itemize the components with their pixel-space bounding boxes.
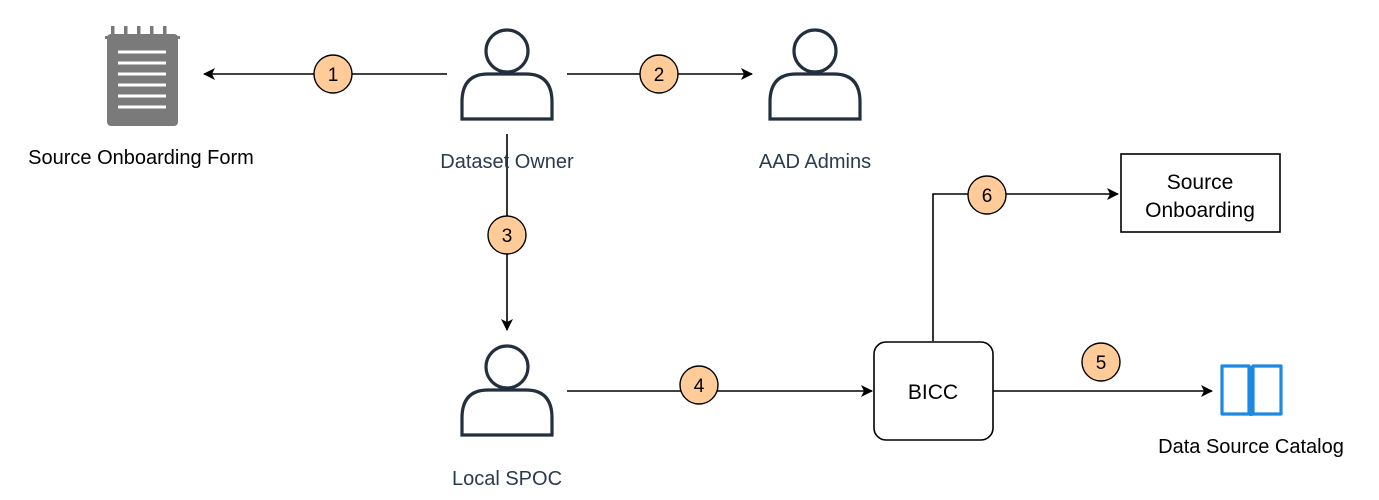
aad-admins-label: AAD Admins <box>759 151 871 173</box>
step-number-5: 5 <box>1096 353 1107 374</box>
catalog-label: Data Source Catalog <box>1158 436 1344 458</box>
source-onboarding-label-line2: Onboarding <box>1145 199 1255 222</box>
step-badge-2: 2 <box>639 54 679 94</box>
step-badge-6: 6 <box>967 175 1007 215</box>
bicc-label: BICC <box>908 381 958 404</box>
step-badge-3: 3 <box>487 215 527 255</box>
form-label: Source Onboarding Form <box>28 147 254 169</box>
source-onboarding-box <box>1120 153 1281 233</box>
dataset-owner-label: Dataset Owner <box>440 151 574 173</box>
step-number-3: 3 <box>502 226 513 247</box>
notepad-icon <box>105 26 180 126</box>
step-number-2: 2 <box>654 65 665 86</box>
step-number-1: 1 <box>328 65 339 86</box>
bicc-box <box>873 341 994 441</box>
step-badge-1: 1 <box>313 54 353 94</box>
local-spoc-label: Local SPOC <box>452 468 562 490</box>
step-number-6: 6 <box>982 186 993 207</box>
step-badge-4: 4 <box>679 365 719 405</box>
edge-bicc-to-source-onboarding <box>932 188 1119 341</box>
step-number-4: 4 <box>694 376 705 397</box>
dataset-owner-user-icon <box>460 28 554 121</box>
book-icon <box>1220 364 1283 416</box>
step-badge-5: 5 <box>1081 342 1121 382</box>
local-spoc-user-icon <box>460 344 554 437</box>
source-onboarding-label-line1: Source <box>1167 171 1234 194</box>
aad-admins-user-icon <box>768 28 862 121</box>
